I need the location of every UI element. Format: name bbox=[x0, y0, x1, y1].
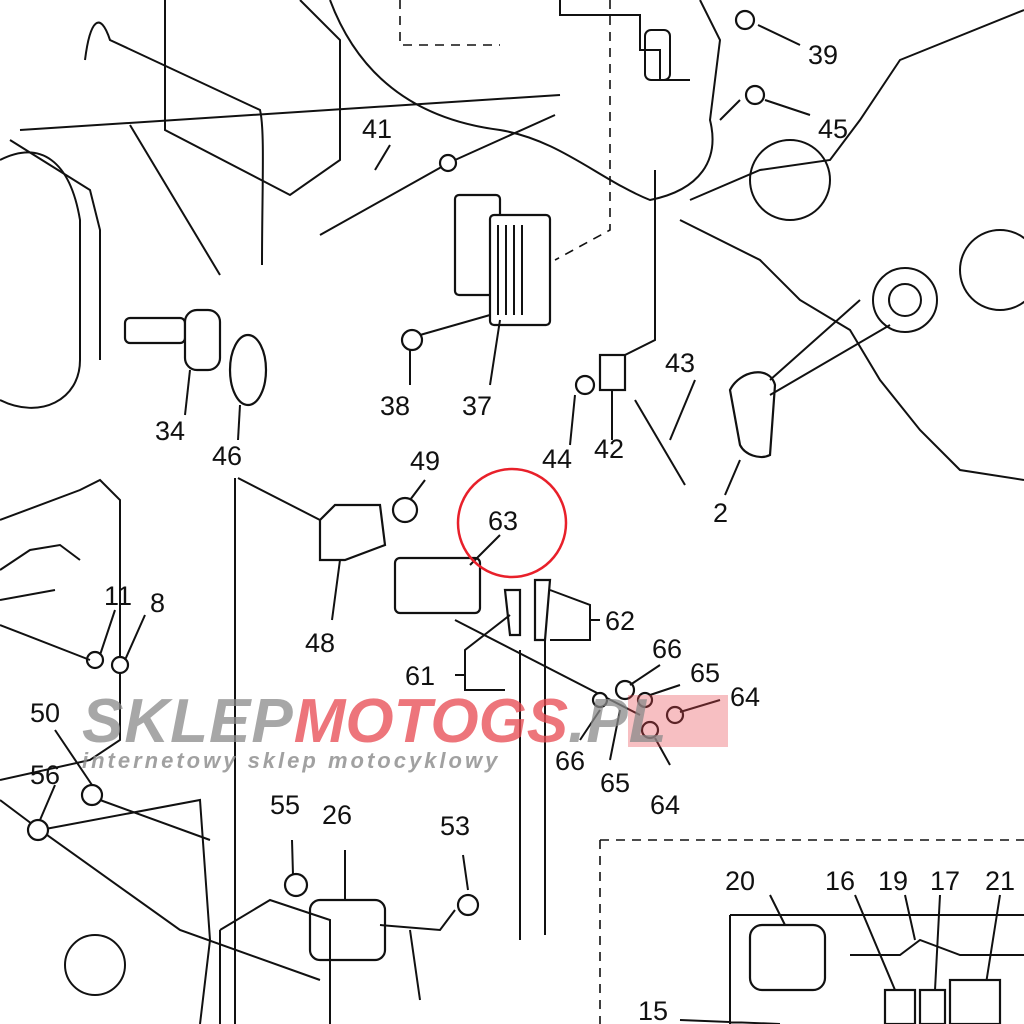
callout-8: 8 bbox=[150, 588, 165, 618]
part-42-bracket bbox=[598, 353, 627, 392]
callout-21: 21 bbox=[985, 866, 1015, 896]
callout-66-upper: 66 bbox=[652, 634, 682, 664]
part-37-rectifier-regulator bbox=[453, 193, 552, 327]
callout-17: 17 bbox=[930, 866, 960, 896]
callout-labels: 39 45 41 37 38 34 46 49 63 44 42 43 2 11… bbox=[30, 40, 1015, 1024]
part-45-nut bbox=[744, 84, 766, 106]
part-11-washer bbox=[85, 650, 105, 670]
callout-2: 2 bbox=[713, 498, 728, 528]
callout-41: 41 bbox=[362, 114, 392, 144]
callout-65-upper: 65 bbox=[690, 658, 720, 688]
callout-49: 49 bbox=[410, 446, 440, 476]
engine-housing-outline bbox=[329, 0, 1024, 481]
callout-45: 45 bbox=[818, 114, 848, 144]
parts-61-62-leads bbox=[519, 640, 546, 940]
callout-16: 16 bbox=[825, 866, 855, 896]
callout-66-lower: 66 bbox=[555, 746, 585, 776]
callout-55: 55 bbox=[270, 790, 300, 820]
callout-11: 11 bbox=[104, 581, 132, 611]
part-8-nut bbox=[110, 655, 130, 675]
part-46-band bbox=[228, 333, 268, 407]
part-39-nut bbox=[734, 9, 756, 31]
callout-64-upper: 64 bbox=[730, 682, 760, 712]
watermark-brand: SKLEPMOTOGS.PL bbox=[82, 687, 668, 756]
callout-61: 61 bbox=[405, 661, 435, 691]
callout-62: 62 bbox=[605, 606, 635, 636]
callout-20: 20 bbox=[725, 866, 755, 896]
control-unit-left bbox=[0, 0, 561, 409]
callout-63[interactable]: 63 bbox=[488, 506, 518, 536]
callout-37: 37 bbox=[462, 391, 492, 421]
callout-38: 38 bbox=[380, 391, 410, 421]
callout-65-lower: 65 bbox=[600, 768, 630, 798]
callout-39: 39 bbox=[808, 40, 838, 70]
part-43-cable-tie bbox=[634, 399, 686, 486]
part-26-starter-relay bbox=[308, 898, 387, 962]
callout-43: 43 bbox=[665, 348, 695, 378]
callout-42: 42 bbox=[594, 434, 624, 464]
part-41-rod bbox=[319, 164, 446, 236]
callout-34: 34 bbox=[155, 416, 185, 446]
part-49-bolt bbox=[391, 496, 419, 524]
callout-53: 53 bbox=[440, 811, 470, 841]
callout-50: 50 bbox=[30, 698, 60, 728]
part-38-bolt bbox=[400, 328, 424, 352]
callout-26: 26 bbox=[322, 800, 352, 830]
part-48-bracket bbox=[318, 503, 387, 562]
callout-48: 48 bbox=[305, 628, 335, 658]
part-2-grommet bbox=[728, 371, 777, 459]
callout-64-lower: 64 bbox=[650, 790, 680, 820]
callout-46: 46 bbox=[212, 441, 242, 471]
callout-15: 15 bbox=[638, 996, 668, 1024]
part-20 bbox=[748, 923, 827, 992]
callout-19: 19 bbox=[878, 866, 908, 896]
part-34-clamp bbox=[123, 308, 222, 372]
watermark: SKLEPMOTOGS.PL internetowy sklep motocyk… bbox=[82, 687, 728, 773]
part-63-relay bbox=[393, 556, 482, 615]
part-44-bolt bbox=[574, 374, 596, 396]
callout-44: 44 bbox=[542, 444, 572, 474]
watermark-tagline: internetowy sklep motocyklowy bbox=[82, 748, 500, 773]
highlight-circle-63 bbox=[456, 467, 568, 579]
callout-56: 56 bbox=[30, 760, 60, 790]
